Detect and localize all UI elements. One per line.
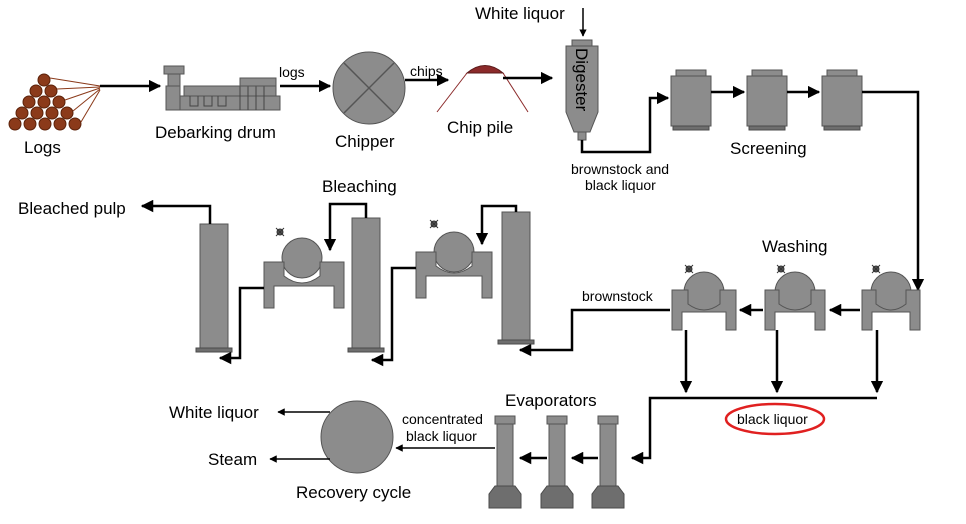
black-liquor-to-evaporators-arrow <box>630 396 877 465</box>
bleach-washer-2-icon <box>415 219 493 299</box>
tower3-to-washer2-arrow <box>475 204 518 246</box>
bleach-tower-1-icon <box>195 223 233 353</box>
bleach-tower-3-icon <box>497 211 535 345</box>
bleached-pulp-arrow <box>140 199 212 224</box>
brownstock-label: brownstock <box>582 288 654 304</box>
washing-label: Washing <box>762 237 828 256</box>
steam-label: Steam <box>208 450 257 469</box>
evaporators-label: Evaporators <box>505 391 597 410</box>
screening-tanks-icon <box>670 69 863 131</box>
washer-2-icon <box>764 264 826 331</box>
washer2-to-tower2-arrow <box>370 266 416 367</box>
digester-icon <box>565 39 599 141</box>
evaporator-1-icon <box>488 415 522 509</box>
chip-pile-label: Chip pile <box>447 118 513 137</box>
washing-to-bleaching-arrow <box>518 308 670 357</box>
white-liquor-in-label: White liquor <box>475 4 565 23</box>
brownstock-black-liquor-label-1: brownstock and <box>571 161 669 177</box>
bleached-pulp-label: Bleached pulp <box>18 199 126 218</box>
washer1-to-tower1-arrow <box>218 286 264 365</box>
tower2-to-washer1-arrow <box>323 202 368 252</box>
bleach-washer-1-icon <box>263 227 345 309</box>
screening-label: Screening <box>730 139 807 158</box>
chipper-label: Chipper <box>335 132 395 151</box>
evaporator-3-icon <box>591 415 625 509</box>
logs-flow-label: logs <box>279 64 305 80</box>
bleach-tower-2-icon <box>347 217 385 353</box>
logs-pile-icon <box>8 73 101 131</box>
digester-label: Digester <box>572 48 591 112</box>
chip-pile-icon <box>436 65 529 113</box>
chipper-icon <box>332 51 406 125</box>
debarking-drum-icon <box>163 65 281 111</box>
digester-to-screening-arrow <box>580 91 670 154</box>
washer-3-icon <box>861 264 921 331</box>
white-liquor-out-label: White liquor <box>169 403 259 422</box>
black-liquor-label: black liquor <box>737 411 808 427</box>
recovery-cycle-label: Recovery cycle <box>296 483 411 502</box>
brownstock-black-liquor-label-2: black liquor <box>585 177 656 193</box>
concentrated-label-1: concentrated <box>402 411 483 427</box>
evaporator-2-icon <box>540 415 574 509</box>
recovery-boiler-icon <box>320 400 394 474</box>
washer-1-icon <box>671 264 737 331</box>
debarking-drum-label: Debarking drum <box>155 123 276 142</box>
logs-label: Logs <box>24 138 61 157</box>
bleaching-label: Bleaching <box>322 177 397 196</box>
concentrated-label-2: black liquor <box>406 428 477 444</box>
chips-flow-label: chips <box>410 63 443 79</box>
screening-to-washing-arrow <box>862 90 925 292</box>
black-liquor-highlight-ellipse <box>724 402 826 436</box>
